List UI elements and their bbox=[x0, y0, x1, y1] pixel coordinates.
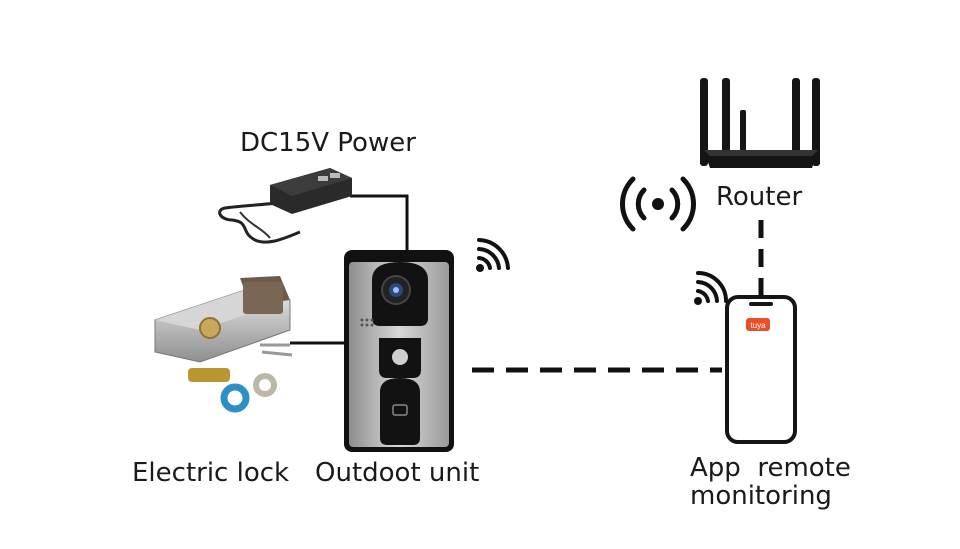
router-image bbox=[700, 78, 820, 168]
monitoring-label: monitoring bbox=[690, 481, 832, 511]
outdoor-unit-image bbox=[344, 250, 454, 452]
wifi-signal-icon-phone bbox=[694, 271, 728, 305]
power-cable-line bbox=[350, 194, 409, 252]
electric-lock-image bbox=[154, 276, 293, 413]
router-label: Router bbox=[716, 182, 803, 212]
connection-lines bbox=[290, 194, 764, 373]
tuya-app-icon bbox=[746, 318, 770, 331]
dc-power-label: DC15V Power bbox=[240, 128, 416, 158]
power-adapter-image bbox=[218, 168, 352, 244]
phone-image: tuya bbox=[725, 295, 797, 444]
wifi-signal-icon-unit bbox=[476, 238, 510, 272]
app-remote-label: App remote bbox=[690, 453, 851, 483]
wireless-broadcast-icon-router bbox=[620, 176, 696, 232]
outdoor-unit-label: Outdoot unit bbox=[315, 458, 480, 488]
electric-lock-label: Electric lock bbox=[132, 458, 290, 488]
tuya-app-label: tuya bbox=[750, 321, 766, 330]
